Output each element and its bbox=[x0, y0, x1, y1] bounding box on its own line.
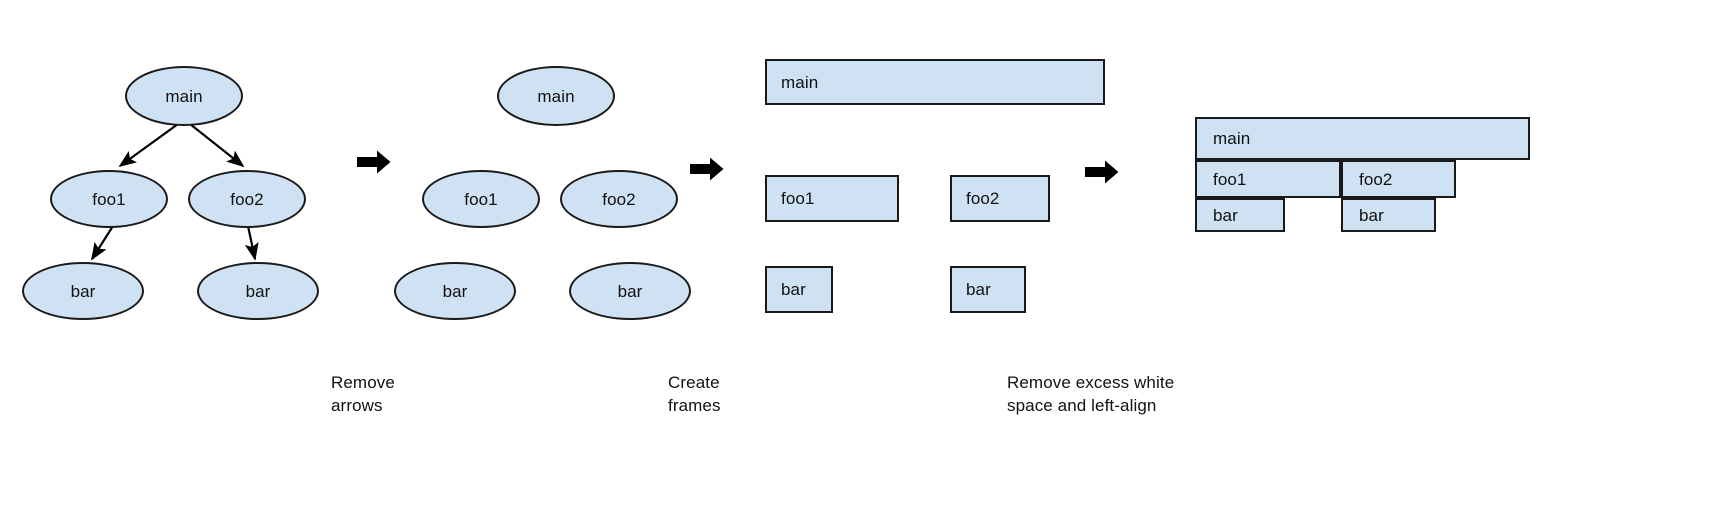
node-bar-right[interactable]: bar bbox=[197, 262, 319, 320]
frame-label: bar bbox=[966, 280, 991, 299]
node-label: foo1 bbox=[464, 189, 498, 209]
frame-foo2[interactable]: foo2 bbox=[1341, 160, 1456, 198]
edge-foo2-to-bar2 bbox=[244, 225, 259, 261]
frame-bar-left[interactable]: bar bbox=[765, 266, 833, 313]
frame-foo1[interactable]: foo1 bbox=[765, 175, 899, 222]
node-main[interactable]: main bbox=[497, 66, 615, 126]
node-bar-left[interactable]: bar bbox=[22, 262, 144, 320]
node-label: foo2 bbox=[230, 189, 264, 209]
frame-foo1[interactable]: foo1 bbox=[1195, 160, 1341, 198]
node-label: bar bbox=[617, 281, 643, 301]
frame-label: bar bbox=[781, 280, 806, 299]
node-label: bar bbox=[245, 281, 271, 301]
frame-label: foo1 bbox=[1213, 169, 1247, 189]
caption-remove-arrows: Remove arrows bbox=[331, 373, 395, 415]
node-main[interactable]: main bbox=[125, 66, 243, 126]
frame-label: bar bbox=[1213, 205, 1238, 225]
node-label: main bbox=[537, 86, 575, 106]
node-bar-right[interactable]: bar bbox=[569, 262, 691, 320]
node-bar-left[interactable]: bar bbox=[394, 262, 516, 320]
node-label: bar bbox=[70, 281, 96, 301]
caption-remove-excess-whitespace: Remove excess white space and left-align bbox=[1007, 373, 1175, 415]
frame-label: foo2 bbox=[1359, 169, 1393, 189]
node-label: main bbox=[165, 86, 203, 106]
frame-label: main bbox=[1213, 129, 1251, 148]
frame-main[interactable]: main bbox=[765, 59, 1105, 105]
node-foo1[interactable]: foo1 bbox=[422, 170, 540, 228]
frame-bar-right[interactable]: bar bbox=[950, 266, 1026, 313]
node-foo1[interactable]: foo1 bbox=[50, 170, 168, 228]
node-label: bar bbox=[442, 281, 468, 301]
frame-main[interactable]: main bbox=[1195, 117, 1530, 160]
edge-main-to-foo2 bbox=[189, 123, 245, 168]
node-label: foo2 bbox=[602, 189, 636, 209]
caption-create-frames: Create frames bbox=[668, 373, 721, 415]
step-arrow-right-icon-3 bbox=[1085, 160, 1119, 184]
frame-foo2[interactable]: foo2 bbox=[950, 175, 1050, 222]
frame-label: foo1 bbox=[781, 189, 815, 208]
node-foo2[interactable]: foo2 bbox=[188, 170, 306, 228]
step-arrow-right-icon-1 bbox=[357, 150, 391, 174]
frame-bar-right[interactable]: bar bbox=[1341, 198, 1436, 232]
frame-bar-left[interactable]: bar bbox=[1195, 198, 1285, 232]
step-arrow-right-icon-2 bbox=[690, 157, 724, 181]
node-label: foo1 bbox=[92, 189, 126, 209]
frame-label: foo2 bbox=[966, 189, 1000, 208]
frame-label: bar bbox=[1359, 205, 1384, 225]
edge-main-to-foo1 bbox=[118, 123, 179, 168]
edge-foo1-to-bar1 bbox=[91, 225, 114, 261]
node-foo2[interactable]: foo2 bbox=[560, 170, 678, 228]
frame-label: main bbox=[781, 72, 819, 92]
